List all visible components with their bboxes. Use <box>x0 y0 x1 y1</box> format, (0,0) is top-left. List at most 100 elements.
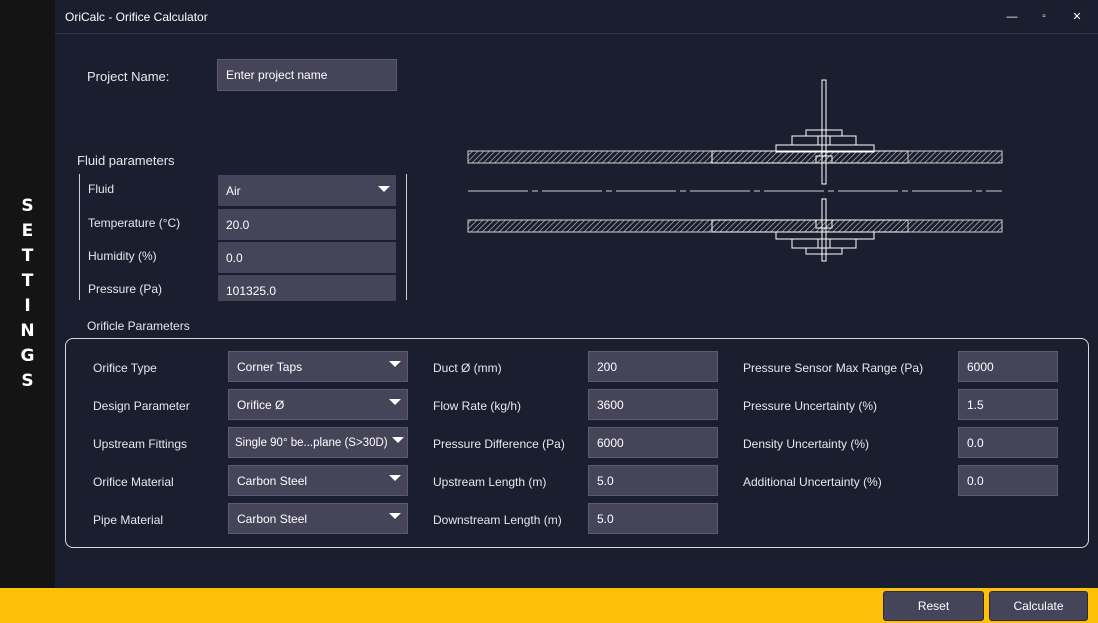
pipe-wall-top-middle <box>711 150 909 164</box>
flange-bottom <box>775 231 875 240</box>
pressure-label: Pressure (Pa) <box>88 282 163 296</box>
fluid-section-left-border <box>79 174 80 300</box>
pressure-difference-label: Pressure Difference (Pa) <box>433 437 565 451</box>
orifice-parameters-heading: Orificle Parameters <box>87 319 190 333</box>
settings-label: S E T T I N G S <box>20 194 34 394</box>
settings-letter: G <box>20 346 35 366</box>
orifice-plate-bottom <box>821 198 827 262</box>
humidity-input[interactable]: 0.0 <box>218 242 396 273</box>
pressure-uncertainty-input[interactable]: 1.5 <box>958 389 1058 420</box>
pipe-wall-top-left <box>467 150 713 164</box>
pressure-difference-input[interactable]: 6000 <box>588 427 718 458</box>
design-parameter-value: Orifice Ø <box>237 397 285 412</box>
design-parameter-label: Design Parameter <box>93 399 190 413</box>
chevron-down-icon <box>378 185 390 192</box>
chevron-down-icon <box>389 360 401 367</box>
pressure-sensor-range-input[interactable]: 6000 <box>958 351 1058 382</box>
fluid-label: Fluid <box>88 182 115 196</box>
fluid-value: Air <box>226 183 241 198</box>
flange-bottom-left-block <box>791 238 819 249</box>
orifice-parameters-panel <box>65 338 1089 548</box>
settings-sidebar[interactable]: S E T T I N G S <box>0 0 55 588</box>
temperature-input[interactable]: 20.0 <box>218 209 396 240</box>
temperature-label: Temperature (°C) <box>88 216 181 230</box>
flange-top-bolt <box>805 129 843 137</box>
upstream-fittings-value: Single 90° be...plane (S>30D) <box>235 436 388 449</box>
reset-button[interactable]: Reset <box>883 591 984 621</box>
flange-top-left-block <box>791 135 819 146</box>
upstream-fittings-select[interactable]: Single 90° be...plane (S>30D) <box>228 427 408 458</box>
pipe-material-value: Carbon Steel <box>237 511 308 526</box>
settings-letter: T <box>21 271 34 291</box>
pressure-uncertainty-label: Pressure Uncertainty (%) <box>743 399 878 413</box>
upstream-length-input[interactable]: 5.0 <box>588 465 718 496</box>
orifice-material-label: Orifice Material <box>93 475 174 489</box>
downstream-length-input[interactable]: 5.0 <box>588 503 718 534</box>
flow-rate-label: Flow Rate (kg/h) <box>433 399 522 413</box>
settings-letter: N <box>20 321 35 341</box>
chevron-down-icon <box>389 398 401 405</box>
maximize-button[interactable]: ▫ <box>1042 11 1046 22</box>
duct-diameter-label: Duct Ø (mm) <box>433 361 502 375</box>
fluid-parameters-heading: Fluid parameters <box>77 153 175 168</box>
fluid-select[interactable]: Air <box>218 175 396 206</box>
orifice-diagram <box>467 79 1003 262</box>
pipe-material-label: Pipe Material <box>93 513 164 527</box>
chevron-down-icon <box>389 474 401 481</box>
humidity-label: Humidity (%) <box>88 249 157 263</box>
temperature-value: 20.0 <box>226 217 250 232</box>
orifice-type-label: Orifice Type <box>93 361 157 375</box>
flange-bottom-tap <box>815 219 833 229</box>
additional-uncertainty-value: 0.0 <box>967 473 984 488</box>
flange-top-tap <box>815 155 833 164</box>
close-button[interactable]: ✕ <box>1072 11 1082 23</box>
chevron-down-icon <box>389 512 401 519</box>
calculate-button[interactable]: Calculate <box>989 591 1088 621</box>
duct-diameter-input[interactable]: 200 <box>588 351 718 382</box>
flange-bottom-bolt <box>805 247 843 255</box>
settings-letter: I <box>24 296 31 316</box>
settings-letter: E <box>21 221 34 241</box>
title-bar: OriCalc - Orifice Calculator — ▫ ✕ <box>55 0 1098 34</box>
pressure-input[interactable]: 101325.0 <box>218 275 396 301</box>
orifice-plate-top <box>821 79 827 185</box>
project-name-input[interactable]: Enter project name <box>217 59 397 91</box>
downstream-length-value: 5.0 <box>597 511 614 526</box>
density-uncertainty-input[interactable]: 0.0 <box>958 427 1058 458</box>
design-parameter-select[interactable]: Orifice Ø <box>228 389 408 420</box>
window-title: OriCalc - Orifice Calculator <box>65 10 208 24</box>
downstream-length-label: Downstream Length (m) <box>433 513 562 527</box>
orifice-type-select[interactable]: Corner Taps <box>228 351 408 382</box>
density-uncertainty-label: Density Uncertainty (%) <box>743 437 870 451</box>
upstream-length-label: Upstream Length (m) <box>433 475 547 489</box>
project-name-label: Project Name: <box>87 69 170 84</box>
orifice-material-select[interactable]: Carbon Steel <box>228 465 408 496</box>
orifice-type-value: Corner Taps <box>237 359 303 374</box>
settings-letter: S <box>21 371 34 391</box>
pressure-difference-value: 6000 <box>597 435 624 450</box>
fluid-section-right-border <box>406 174 407 300</box>
chevron-down-icon <box>392 436 404 443</box>
pipe-material-select[interactable]: Carbon Steel <box>228 503 408 534</box>
pipe-wall-bottom-left <box>467 219 713 233</box>
flange-top-right-block <box>829 135 857 146</box>
flow-rate-value: 3600 <box>597 397 624 412</box>
pipe-wall-bottom-right <box>907 219 1003 233</box>
humidity-value: 0.0 <box>226 250 243 265</box>
pressure-uncertainty-value: 1.5 <box>967 397 984 412</box>
minimize-button[interactable]: — <box>1006 11 1018 23</box>
settings-letter: S <box>21 196 34 216</box>
flange-top <box>775 144 875 153</box>
additional-uncertainty-input[interactable]: 0.0 <box>958 465 1058 496</box>
orifice-material-value: Carbon Steel <box>237 473 308 488</box>
pipe-wall-bottom-middle <box>711 219 909 233</box>
flange-bottom-right-block <box>829 238 857 249</box>
pipe-wall-top-right <box>907 150 1003 164</box>
pressure-sensor-range-value: 6000 <box>967 359 994 374</box>
duct-diameter-value: 200 <box>597 359 618 374</box>
settings-letter: T <box>21 246 34 266</box>
flow-rate-input[interactable]: 3600 <box>588 389 718 420</box>
additional-uncertainty-label: Additional Uncertainty (%) <box>743 475 882 489</box>
density-uncertainty-value: 0.0 <box>967 435 984 450</box>
upstream-fittings-label: Upstream Fittings <box>93 437 188 451</box>
